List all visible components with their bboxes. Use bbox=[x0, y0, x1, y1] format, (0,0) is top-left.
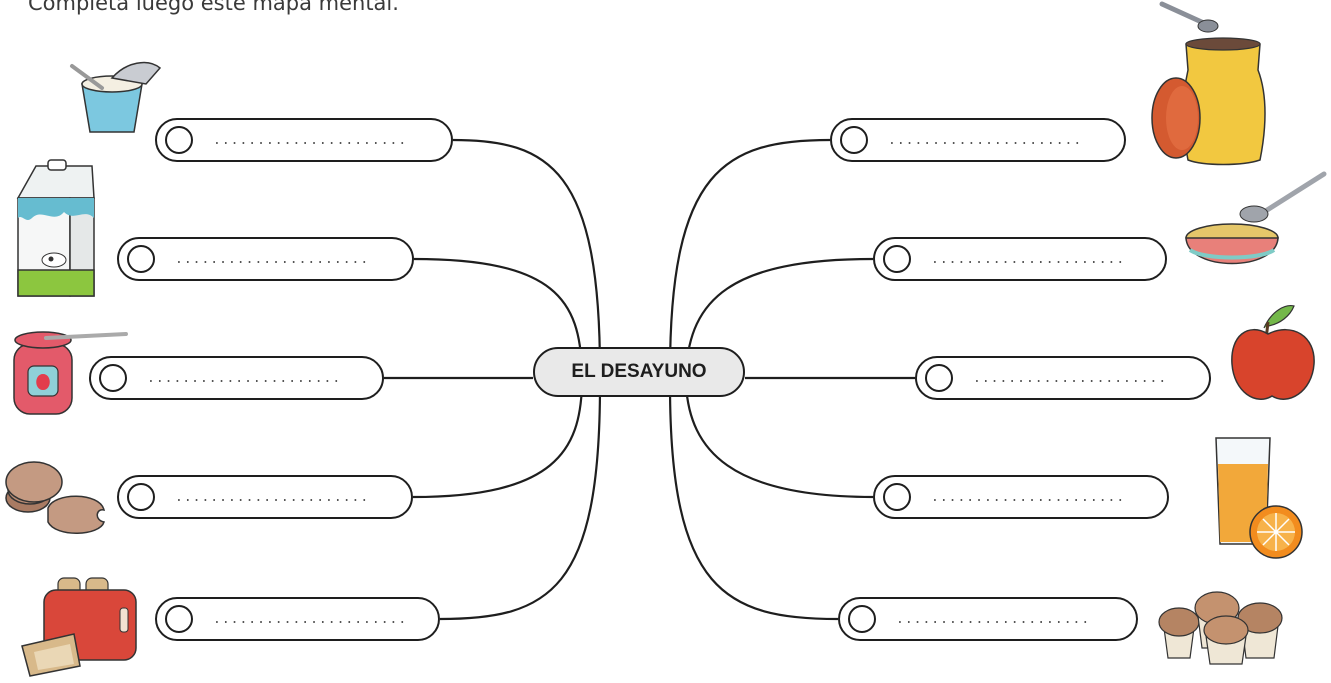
answer-blank[interactable]: ...................... bbox=[896, 612, 1091, 627]
right-answer-box-4[interactable]: ...................... bbox=[873, 475, 1169, 519]
answer-blank[interactable]: ...................... bbox=[888, 133, 1083, 148]
cocoa-powder-jar-icon bbox=[1151, 1, 1266, 166]
center-topic-node: EL DESAYUNO bbox=[533, 347, 745, 397]
answer-blank[interactable]: ...................... bbox=[973, 371, 1168, 386]
number-circle[interactable] bbox=[848, 605, 876, 633]
left-answer-box-3[interactable]: ...................... bbox=[89, 356, 384, 400]
milk-carton-icon bbox=[16, 159, 95, 297]
number-circle[interactable] bbox=[165, 126, 193, 154]
number-circle[interactable] bbox=[165, 605, 193, 633]
connector-right-4 bbox=[684, 384, 874, 499]
number-circle[interactable] bbox=[925, 364, 953, 392]
cookies-icon bbox=[5, 461, 105, 534]
left-answer-box-4[interactable]: ...................... bbox=[117, 475, 413, 519]
answer-blank[interactable]: ...................... bbox=[213, 133, 408, 148]
cereal-bowl-icon bbox=[1185, 171, 1327, 265]
answer-blank[interactable]: ...................... bbox=[213, 612, 408, 627]
right-answer-box-2[interactable]: ...................... bbox=[873, 237, 1167, 281]
left-answer-box-5[interactable]: ...................... bbox=[155, 597, 440, 641]
muffins-icon bbox=[1158, 591, 1283, 665]
yogurt-icon bbox=[70, 61, 162, 133]
number-circle[interactable] bbox=[840, 126, 868, 154]
apple-icon bbox=[1231, 305, 1315, 400]
answer-blank[interactable]: ...................... bbox=[931, 490, 1126, 505]
left-answer-box-1[interactable]: ...................... bbox=[155, 118, 453, 162]
connector-left-4 bbox=[412, 384, 584, 499]
number-circle[interactable] bbox=[99, 364, 127, 392]
connector-right-5 bbox=[668, 384, 839, 621]
connector-right-2 bbox=[684, 257, 874, 373]
answer-blank[interactable]: ...................... bbox=[175, 490, 370, 505]
connector-left-5 bbox=[439, 384, 602, 621]
number-circle[interactable] bbox=[127, 245, 155, 273]
right-answer-box-5[interactable]: ...................... bbox=[838, 597, 1138, 641]
toaster-icon bbox=[21, 577, 137, 677]
left-answer-box-2[interactable]: ...................... bbox=[117, 237, 414, 281]
instruction-text: Completa luego este mapa mental. bbox=[28, 0, 399, 15]
orange-juice-icon bbox=[1215, 437, 1303, 559]
jam-jar-icon bbox=[13, 331, 128, 415]
number-circle[interactable] bbox=[883, 245, 911, 273]
answer-blank[interactable]: ...................... bbox=[931, 252, 1126, 267]
right-answer-box-3[interactable]: ...................... bbox=[915, 356, 1211, 400]
number-circle[interactable] bbox=[127, 483, 155, 511]
right-answer-box-1[interactable]: ...................... bbox=[830, 118, 1126, 162]
number-circle[interactable] bbox=[883, 483, 911, 511]
connector-left-2 bbox=[413, 257, 584, 373]
answer-blank[interactable]: ...................... bbox=[147, 371, 342, 386]
answer-blank[interactable]: ...................... bbox=[175, 252, 370, 267]
connector-right-1 bbox=[668, 138, 831, 373]
connector-left-1 bbox=[452, 138, 602, 373]
